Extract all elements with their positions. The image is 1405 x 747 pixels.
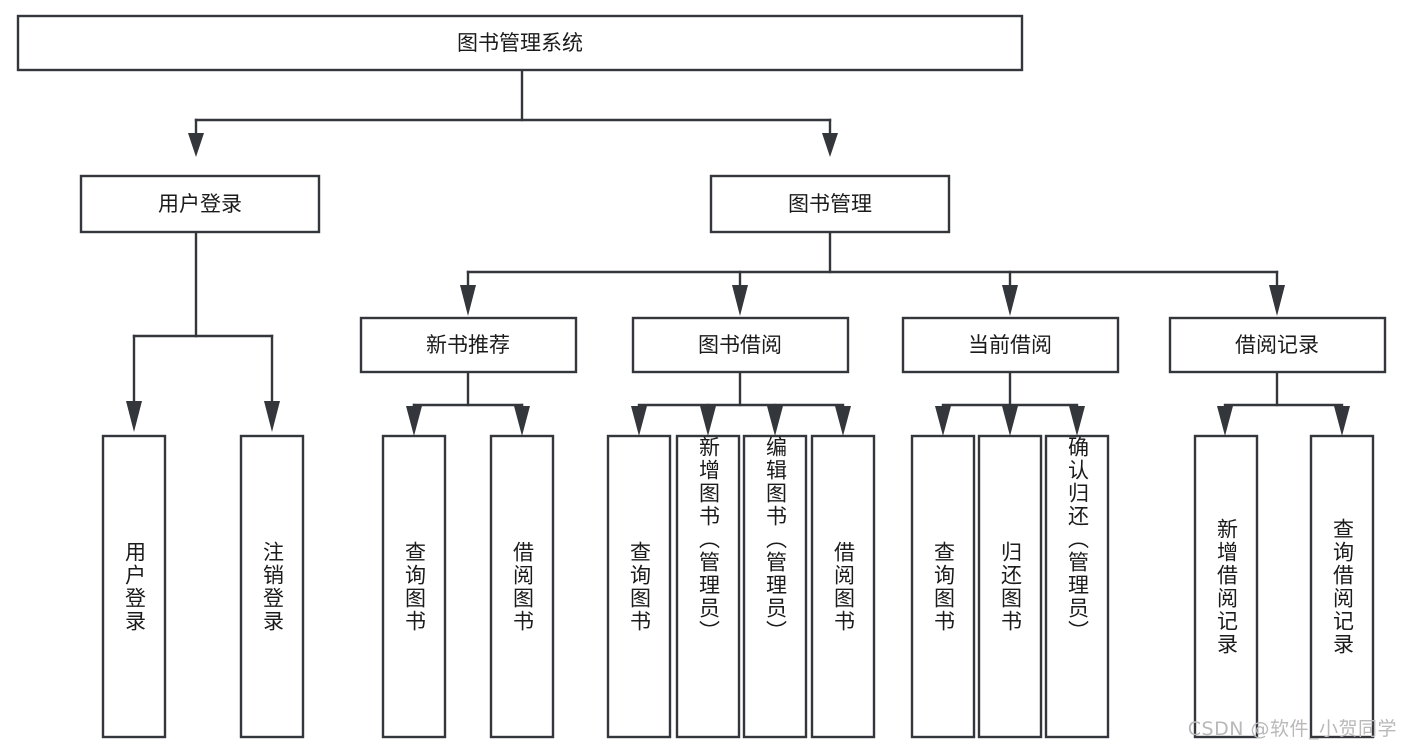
- node-user-login-box[interactable]: [79, 174, 321, 234]
- leaf-boxes: [101, 434, 1375, 739]
- connector-group-new-book-recommend: [406, 372, 530, 436]
- node-current-borrow-box[interactable]: [901, 316, 1120, 374]
- arrow-leaf-query-book-2: [631, 406, 647, 436]
- arrow-leaf-borrow-book-2: [835, 406, 851, 436]
- arrow-leaf-user-logout: [264, 401, 280, 432]
- leaf-confirm-return-box[interactable]: [1044, 434, 1110, 739]
- leaf-add-record-box[interactable]: [1193, 434, 1259, 739]
- arrow-user-login: [188, 133, 204, 157]
- connector-group-current-borrow: [935, 372, 1085, 436]
- node-root[interactable]: 图书管理系统: [16, 14, 1024, 72]
- leaf-return-book-box[interactable]: [977, 434, 1043, 739]
- node-user-login-label: 用户登录: [158, 192, 242, 216]
- arrow-leaf-add-book: [700, 406, 716, 436]
- node-user-login[interactable]: 用户登录: [79, 174, 321, 234]
- arrow-current-borrow: [1002, 285, 1018, 316]
- node-book-manage-label: 图书管理: [788, 192, 872, 216]
- leaf-user-login-box[interactable]: [101, 434, 167, 739]
- leaf-query-book-1-box[interactable]: [381, 434, 447, 739]
- leaf-add-book-box[interactable]: [675, 434, 741, 739]
- node-current-borrow-label: 当前借阅: [968, 333, 1052, 357]
- node-borrow-record-box[interactable]: [1168, 316, 1387, 374]
- node-new-book-recommend-label: 新书推荐: [426, 333, 510, 357]
- arrow-leaf-confirm-return: [1069, 406, 1085, 436]
- leaf-query-book-3-box[interactable]: [910, 434, 976, 739]
- node-current-borrow[interactable]: 当前借阅: [901, 316, 1120, 374]
- node-root-box[interactable]: [16, 14, 1024, 72]
- node-borrow-record[interactable]: 借阅记录: [1168, 316, 1387, 374]
- leaf-query-book-2-box[interactable]: [606, 434, 672, 739]
- arrow-leaf-add-record: [1217, 406, 1233, 436]
- leaf-borrow-book-2-box[interactable]: [810, 434, 876, 739]
- node-book-borrow[interactable]: 图书借阅: [631, 316, 850, 374]
- arrow-book-borrow: [732, 285, 748, 316]
- arrow-leaf-user-login: [126, 401, 142, 432]
- arrow-leaf-query-book-3: [935, 406, 951, 436]
- arrow-new-book-recommend: [460, 285, 476, 316]
- node-book-borrow-label: 图书借阅: [698, 333, 782, 357]
- node-book-borrow-box[interactable]: [631, 316, 850, 374]
- node-borrow-record-label: 借阅记录: [1235, 333, 1319, 357]
- node-new-book-recommend[interactable]: 新书推荐: [359, 316, 578, 374]
- leaf-user-logout-box[interactable]: [239, 434, 305, 739]
- leaf-query-record-box[interactable]: [1309, 434, 1375, 739]
- connector-group-book-borrow: [631, 372, 851, 436]
- node-book-manage[interactable]: 图书管理: [709, 174, 951, 234]
- arrow-leaf-query-book-1: [406, 406, 422, 436]
- connector-group-user-login: [126, 230, 280, 432]
- connector-group-borrow-record: [1217, 372, 1350, 436]
- node-new-book-recommend-box[interactable]: [359, 316, 578, 374]
- leaf-edit-book-box[interactable]: [742, 434, 808, 739]
- connector-group-book-manage: [460, 230, 1285, 316]
- arrow-leaf-query-record: [1334, 406, 1350, 436]
- arrow-leaf-borrow-book-1: [514, 406, 530, 436]
- leaf-borrow-book-1-box[interactable]: [489, 434, 555, 739]
- arrow-leaf-return-book: [1002, 406, 1018, 436]
- connector-group-root: [188, 68, 838, 157]
- watermark: CSDN @软件_小贺同学: [1187, 718, 1397, 740]
- arrow-borrow-record: [1269, 285, 1285, 316]
- arrow-book-manage: [822, 133, 838, 157]
- node-book-manage-box[interactable]: [709, 174, 951, 234]
- arrow-leaf-edit-book: [767, 406, 783, 436]
- node-root-label: 图书管理系统: [457, 31, 583, 55]
